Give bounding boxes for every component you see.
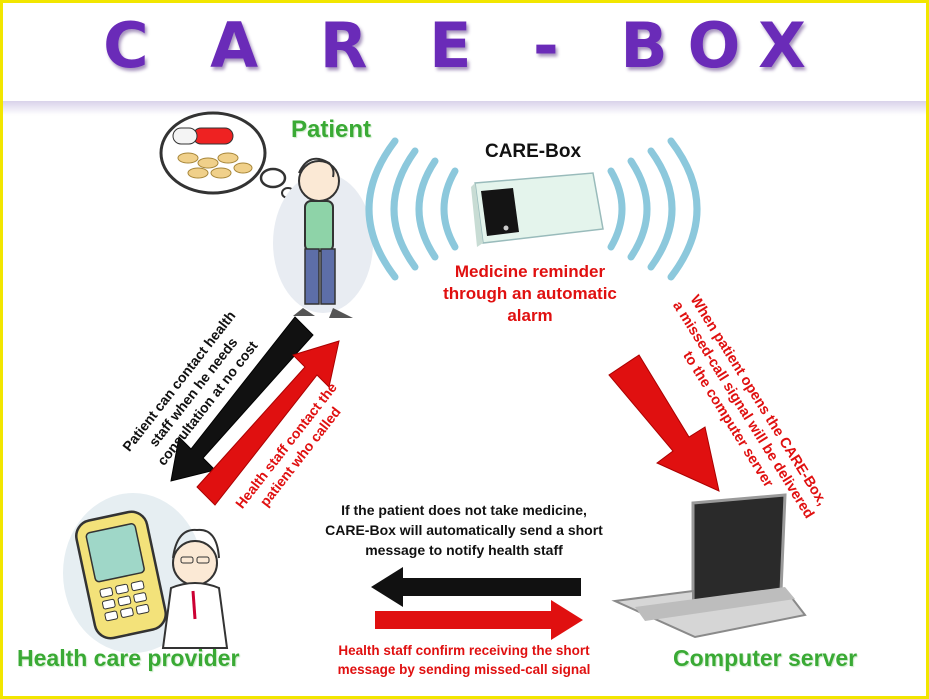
provider-label: Health care provider [17, 645, 240, 671]
reminder-line-1: Medicine reminder [454, 262, 606, 281]
doctor-figure-icon [161, 528, 229, 649]
server-to-provider-arrow [371, 567, 581, 607]
header: C A R E - BOX [3, 3, 926, 104]
header-shade [3, 101, 926, 115]
page-title: C A R E - BOX [103, 9, 826, 82]
patient-label: Patient [290, 116, 371, 143]
laptop-icon [611, 493, 807, 639]
provider-to-server-arrow [375, 600, 583, 640]
pills-thought-bubble-icon [159, 111, 295, 199]
reminder-line-2: through an automatic [443, 284, 617, 303]
server-label: Computer server [673, 645, 858, 671]
reminder-line-3: alarm [507, 306, 553, 325]
patient-figure-icon [273, 157, 373, 318]
sms-notify-message: If the patient does not take medicine, C… [299, 500, 629, 560]
provider-to-patient-arrow [196, 340, 340, 506]
carebox-to-server-arrow [608, 354, 720, 492]
sms-notify-line-1: If the patient does not take medicine, [341, 502, 587, 518]
staff-confirm-line-1: Health staff confirm receiving the short [338, 643, 590, 658]
staff-confirm-message: Health staff confirm receiving the short… [299, 641, 629, 679]
signal-waves-icon [365, 137, 701, 281]
sms-notify-line-3: message to notify health staff [365, 542, 563, 558]
diagram-graphics [63, 111, 807, 653]
reminder-message: Medicine reminder through an automatic a… [415, 261, 645, 327]
sms-notify-line-2: CARE-Box will automatically send a short [325, 522, 603, 538]
staff-confirm-line-2: message by sending missed-call signal [337, 662, 591, 677]
carebox-device-icon [471, 172, 604, 247]
carebox-label: CARE-Box [484, 141, 582, 162]
